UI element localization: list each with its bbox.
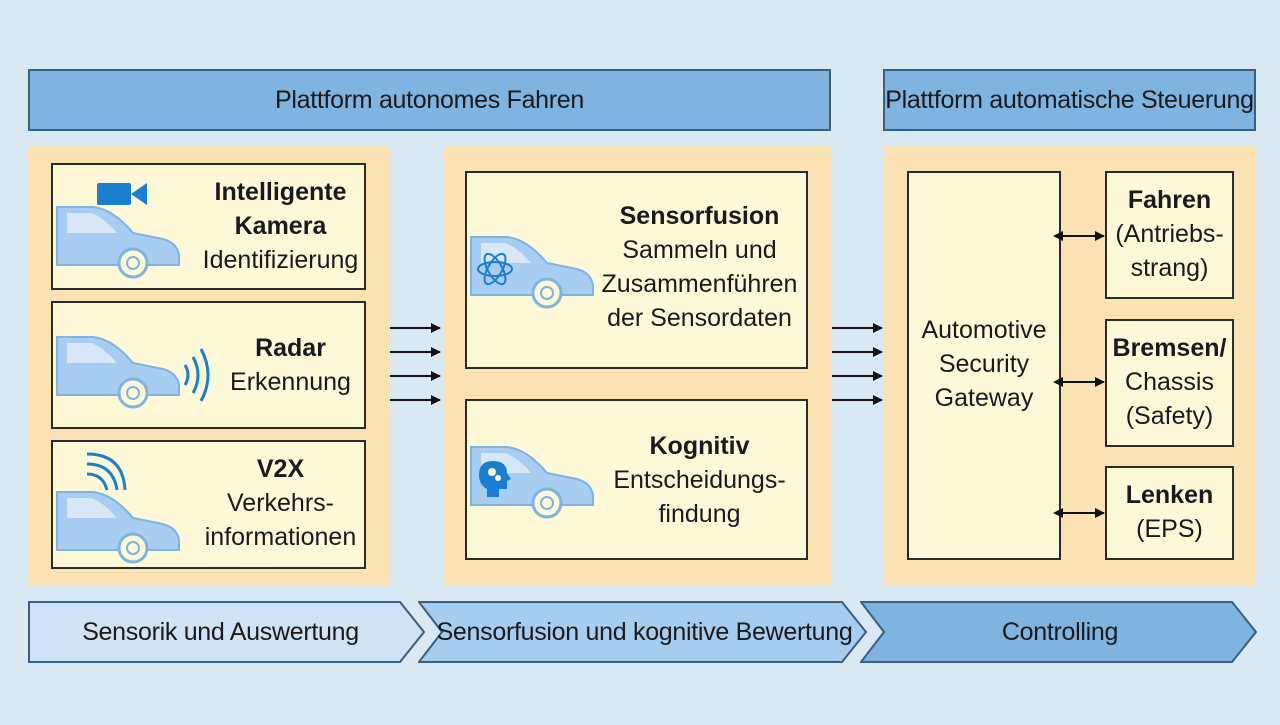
- platform-autonomes-fahren-bar: Plattform autonomes Fahren: [28, 69, 831, 131]
- bremsen-box: Bremsen/ Chassis (Safety): [1105, 319, 1234, 447]
- v2x-function-line2: informationen: [204, 523, 357, 551]
- lenken-title: Lenken: [1125, 481, 1214, 509]
- v2x-title: V2X: [256, 455, 305, 483]
- kamera-subtitle: Kamera: [234, 212, 327, 240]
- kamera-function: Identifizierung: [202, 246, 359, 274]
- sensorfusion-title: Sensorfusion: [619, 202, 780, 230]
- kognitiv-line2: Entscheidungs-: [613, 466, 786, 494]
- gateway-line3: Gateway: [934, 384, 1034, 412]
- radar-function: Erkennung: [230, 368, 351, 396]
- bremsen-line2: Chassis: [1125, 368, 1214, 396]
- car-icon: [56, 491, 180, 564]
- radar-title: Radar: [255, 334, 326, 362]
- platform-autonomes-fahren-label: Plattform autonomes Fahren: [274, 85, 585, 114]
- car-icon: [56, 206, 180, 279]
- lenken-box: Lenken (EPS): [1105, 466, 1234, 560]
- bremsen-line3: (Safety): [1125, 402, 1214, 430]
- sensorfusion-line3: Zusammenführen: [601, 270, 798, 298]
- fahren-title: Fahren: [1127, 186, 1212, 214]
- platform-automatische-steuerung-label: Plattform automatische Steuerung: [885, 85, 1254, 114]
- stage-sensorik-label: Sensorik und Auswertung: [82, 617, 359, 646]
- kamera-box: Intelligente Kamera Identifizierung: [51, 163, 366, 290]
- stage-sensorik: Sensorik und Auswertung: [28, 601, 426, 663]
- bremsen-title: Bremsen/: [1112, 334, 1227, 362]
- sensorfusion-box: Sensorfusion Sammeln und Zusammenführen …: [465, 171, 808, 369]
- stage-controlling-label: Controlling: [1001, 617, 1119, 646]
- stage-sensorfusion: Sensorfusion und kognitive Bewertung: [418, 601, 868, 663]
- gateway-line2: Security: [938, 350, 1030, 378]
- radar-box: Radar Erkennung: [51, 301, 366, 429]
- fahren-line3: strang): [1130, 254, 1209, 282]
- lenken-line2: (EPS): [1136, 515, 1203, 543]
- kognitiv-line3: findung: [658, 500, 741, 528]
- stage-sensorfusion-label: Sensorfusion und kognitive Bewertung: [436, 617, 853, 646]
- video-camera-icon: [97, 183, 147, 205]
- radar-waves-icon: [183, 348, 210, 402]
- kognitiv-box: Kognitiv Entscheidungs- findung: [465, 399, 808, 560]
- sensorfusion-line2: Sammeln und: [622, 236, 777, 264]
- brain-head-icon: [479, 461, 511, 497]
- sensorfusion-line4: der Sensordaten: [607, 304, 792, 332]
- car-icon: [470, 236, 594, 309]
- kamera-title: Intelligente: [214, 178, 347, 206]
- platform-automatische-steuerung-bar: Plattform automatische Steuerung: [883, 69, 1256, 131]
- gateway-box: Automotive Security Gateway: [907, 171, 1061, 560]
- arrow-right-icon: [832, 323, 883, 405]
- v2x-box: V2X Verkehrs- informationen: [51, 440, 366, 569]
- car-icon: [56, 336, 180, 409]
- fahren-box: Fahren (Antriebs- strang): [1105, 171, 1234, 299]
- wireless-signal-icon: [86, 452, 127, 491]
- v2x-function-line1: Verkehrs-: [227, 489, 334, 517]
- kognitiv-title: Kognitiv: [649, 432, 750, 460]
- stage-controlling: Controlling: [860, 601, 1258, 663]
- arrow-right-icon: [390, 323, 441, 405]
- fahren-line2: (Antriebs-: [1115, 220, 1224, 248]
- gateway-line1: Automotive: [921, 316, 1047, 344]
- atom-icon: [477, 252, 513, 286]
- double-arrow-icon: [1053, 231, 1105, 518]
